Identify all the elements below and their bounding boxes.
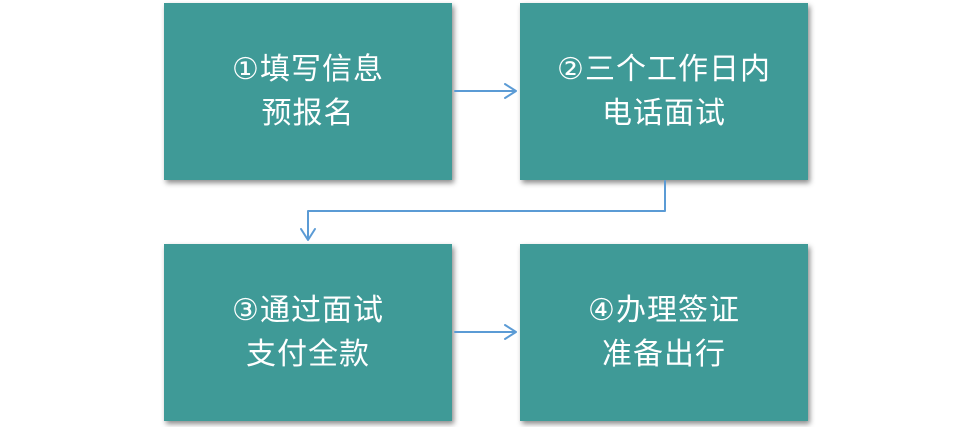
step-4-box: ④办理签证 准备出行	[520, 244, 808, 421]
step-4-line1: ④办理签证	[588, 292, 740, 328]
step-2-line2: 电话面试	[602, 95, 726, 131]
arrowhead-step2-to-step3	[300, 228, 316, 241]
step-1-line2: 预报名	[261, 95, 355, 131]
arrow-step2-to-step3	[307, 180, 666, 240]
step-4-line2: 准备出行	[602, 336, 726, 372]
step-2-line1: ②三个工作日内	[557, 51, 771, 87]
step-1-line1: ①填写信息	[232, 51, 384, 87]
step-3-line1: ③通过面试	[232, 292, 384, 328]
step-1-box: ①填写信息 预报名	[164, 3, 452, 180]
arrowhead-step1-to-step2	[504, 83, 517, 99]
arrowhead-step3-to-step4	[504, 324, 517, 340]
step-3-line2: 支付全款	[246, 336, 370, 372]
step-3-box: ③通过面试 支付全款	[164, 244, 452, 421]
step-2-box: ②三个工作日内 电话面试	[520, 3, 808, 180]
